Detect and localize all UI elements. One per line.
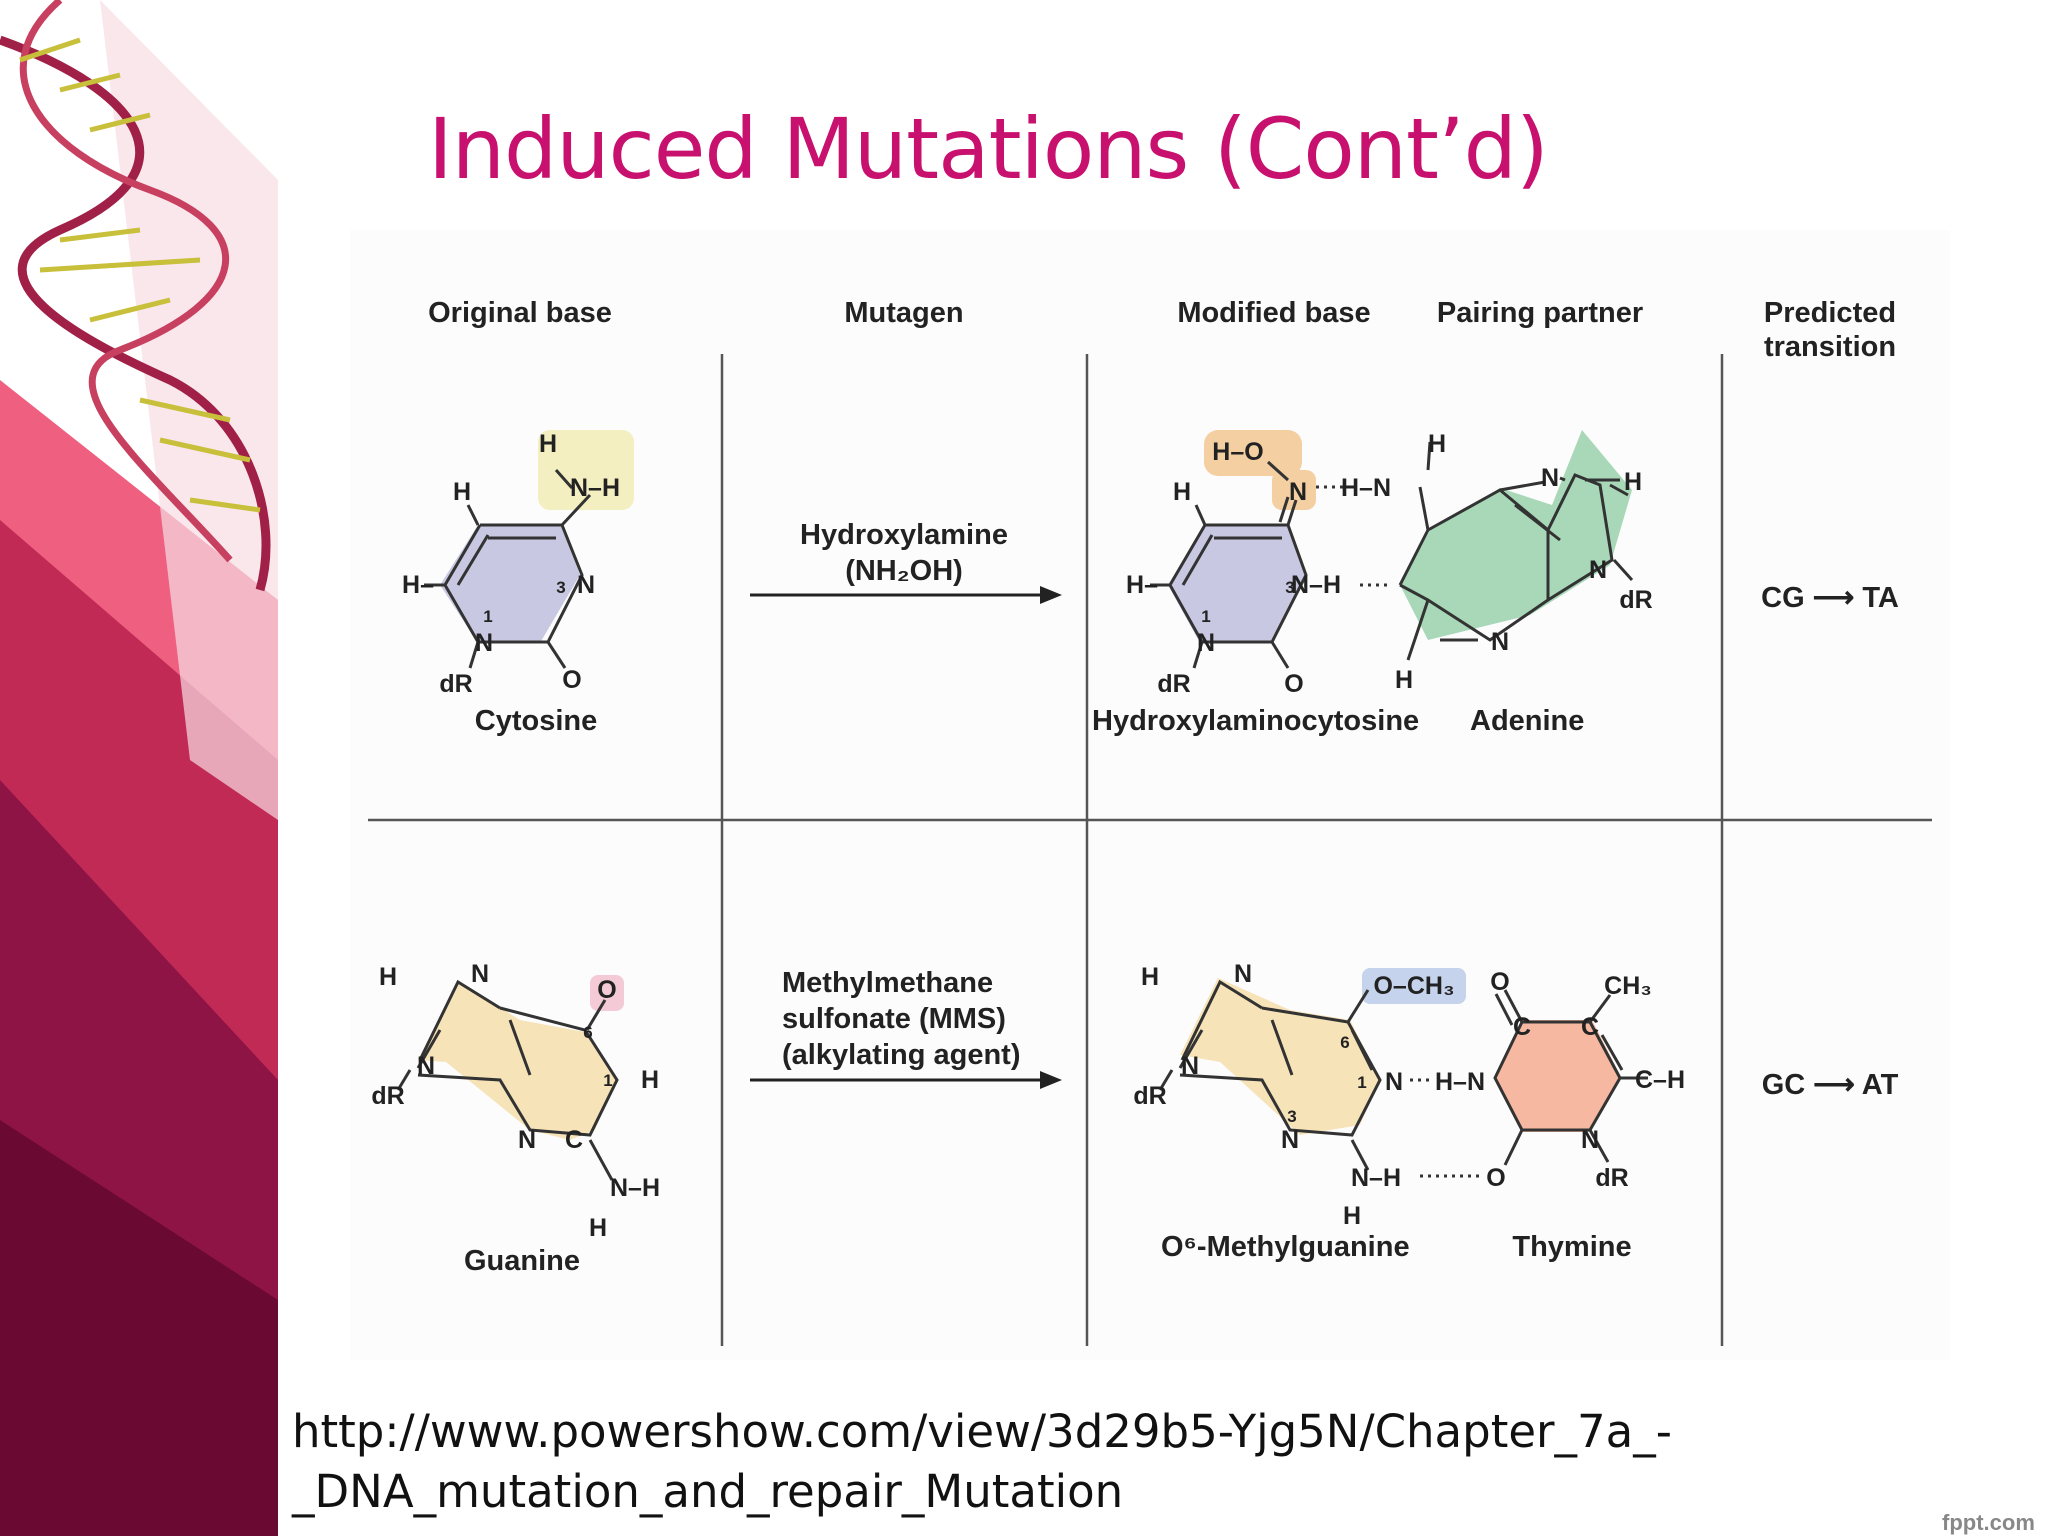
cytosine-structure: H N–H H H– N 3 1 N dR O <box>402 430 634 698</box>
svg-text:N: N <box>475 629 493 657</box>
svg-text:1: 1 <box>483 607 492 626</box>
svg-text:1: 1 <box>1201 607 1210 626</box>
mutagen-mms-3: (alkylating agent) <box>782 1039 1021 1071</box>
o6-methylguanine-structure: H N O–CH₃ 6 1 N N dR 3 N N–H H <box>1133 960 1466 1230</box>
source-url[interactable]: http://www.powershow.com/view/3d29b5-Yjg… <box>292 1402 1672 1522</box>
label-adenine: Adenine <box>1470 705 1584 737</box>
svg-text:6: 6 <box>1340 1033 1349 1052</box>
label-o6-methylguanine: O⁶-Methylguanine <box>1161 1231 1410 1263</box>
svg-text:dR: dR <box>1133 1082 1166 1110</box>
svg-text:H–O: H–O <box>1212 438 1263 466</box>
arrow-1-head <box>1040 586 1062 604</box>
svg-text:3: 3 <box>1287 1107 1296 1126</box>
svg-text:CH₃: CH₃ <box>1604 972 1652 1000</box>
header-predicted-transition-2: transition <box>1764 331 1896 363</box>
svg-text:N: N <box>417 1052 435 1080</box>
svg-text:H: H <box>1428 430 1446 458</box>
label-hydroxylaminocytosine: Hydroxylaminocytosine <box>1092 705 1419 737</box>
svg-text:H: H <box>1624 468 1642 496</box>
svg-text:O: O <box>562 666 581 694</box>
svg-text:dR: dR <box>439 670 472 698</box>
svg-text:O: O <box>1486 1164 1505 1192</box>
svg-text:H: H <box>641 1066 659 1094</box>
svg-text:1: 1 <box>603 1071 612 1090</box>
svg-text:N: N <box>1234 960 1252 988</box>
svg-text:H: H <box>1173 478 1191 506</box>
svg-text:H: H <box>589 1214 607 1242</box>
svg-text:dR: dR <box>1619 586 1652 614</box>
svg-text:H: H <box>453 478 471 506</box>
svg-text:3: 3 <box>556 578 565 597</box>
svg-text:H–: H– <box>402 571 434 599</box>
svg-text:N: N <box>518 1126 536 1154</box>
header-original-base: Original base <box>428 297 612 329</box>
arrow-2-head <box>1040 1071 1062 1089</box>
mutagen-hydroxylamine-formula: (NH₂OH) <box>845 555 963 587</box>
svg-text:dR: dR <box>1157 670 1190 698</box>
svg-text:N: N <box>1589 556 1607 584</box>
thymine-structure: O CH₃ C C C–H N dR O <box>1486 968 1685 1192</box>
source-url-line-1: http://www.powershow.com/view/3d29b5-Yjg… <box>292 1405 1672 1458</box>
svg-text:N–H: N–H <box>1291 571 1341 599</box>
svg-text:1: 1 <box>1357 1073 1366 1092</box>
svg-text:N: N <box>1181 1052 1199 1080</box>
svg-text:N: N <box>1491 628 1509 656</box>
transition-gc-at: GC ⟶ AT <box>1762 1069 1899 1101</box>
guanine-structure: H N O 6 1 H N dR N C N–H H <box>371 960 660 1242</box>
svg-text:N: N <box>577 571 595 599</box>
svg-text:H: H <box>1395 666 1413 694</box>
decorative-band <box>0 0 280 1536</box>
svg-text:O: O <box>1284 670 1303 698</box>
hydroxylaminocytosine-structure: H–O N H H– 3 N–H 1 N dR O <box>1126 430 1341 698</box>
dna-helix-icon <box>0 0 271 592</box>
svg-text:dR: dR <box>1595 1164 1628 1192</box>
header-predicted-transition-1: Predicted <box>1764 297 1896 329</box>
svg-text:H–N: H–N <box>1435 1068 1485 1096</box>
svg-text:N–H: N–H <box>610 1174 660 1202</box>
svg-text:C: C <box>1581 1013 1599 1041</box>
svg-text:H: H <box>379 963 397 991</box>
svg-text:N: N <box>1281 1126 1299 1154</box>
label-guanine: Guanine <box>464 1245 580 1277</box>
svg-text:dR: dR <box>371 1082 404 1110</box>
svg-text:N: N <box>1197 629 1215 657</box>
svg-text:3: 3 <box>1285 578 1294 597</box>
label-cytosine: Cytosine <box>475 705 597 737</box>
svg-text:H–N: H–N <box>1341 474 1391 502</box>
svg-text:H: H <box>1141 963 1159 991</box>
svg-text:N: N <box>1385 1068 1403 1096</box>
watermark-logo: fppt.com <box>1942 1510 2035 1535</box>
label-thymine: Thymine <box>1512 1231 1631 1263</box>
svg-text:H: H <box>1343 1202 1361 1230</box>
svg-text:N: N <box>1581 1126 1599 1154</box>
mutagen-mms-2: sulfonate (MMS) <box>782 1003 1006 1035</box>
header-modified-base: Modified base <box>1177 297 1370 329</box>
mutagen-mms-1: Methylmethane <box>782 967 993 999</box>
svg-text:N: N <box>471 960 489 988</box>
svg-text:N: N <box>1541 464 1559 492</box>
svg-text:6: 6 <box>583 1023 592 1042</box>
mutagen-hydroxylamine: Hydroxylamine <box>800 519 1008 551</box>
svg-text:C–H: C–H <box>1635 1066 1685 1094</box>
svg-text:O: O <box>1490 968 1509 996</box>
mutation-diagram: Original base Mutagen Modified base Pair… <box>350 230 1950 1360</box>
svg-text:N: N <box>1289 478 1307 506</box>
svg-text:H: H <box>539 430 557 458</box>
svg-text:N–H: N–H <box>570 474 620 502</box>
svg-text:O: O <box>597 976 616 1004</box>
header-mutagen: Mutagen <box>844 297 963 329</box>
slide-title: Induced Mutations (Cont’d) <box>428 100 1549 198</box>
svg-text:N–H: N–H <box>1351 1164 1401 1192</box>
svg-text:C: C <box>565 1126 583 1154</box>
svg-text:O–CH₃: O–CH₃ <box>1373 972 1454 1000</box>
transition-cg-ta: CG ⟶ TA <box>1761 582 1899 614</box>
svg-text:H–: H– <box>1126 571 1158 599</box>
adenine-structure: H N H N dR N H <box>1395 430 1653 694</box>
source-url-line-2: _DNA_mutation_and_repair_Mutation <box>292 1465 1124 1518</box>
svg-text:C: C <box>1513 1013 1531 1041</box>
header-pairing-partner: Pairing partner <box>1437 297 1643 329</box>
